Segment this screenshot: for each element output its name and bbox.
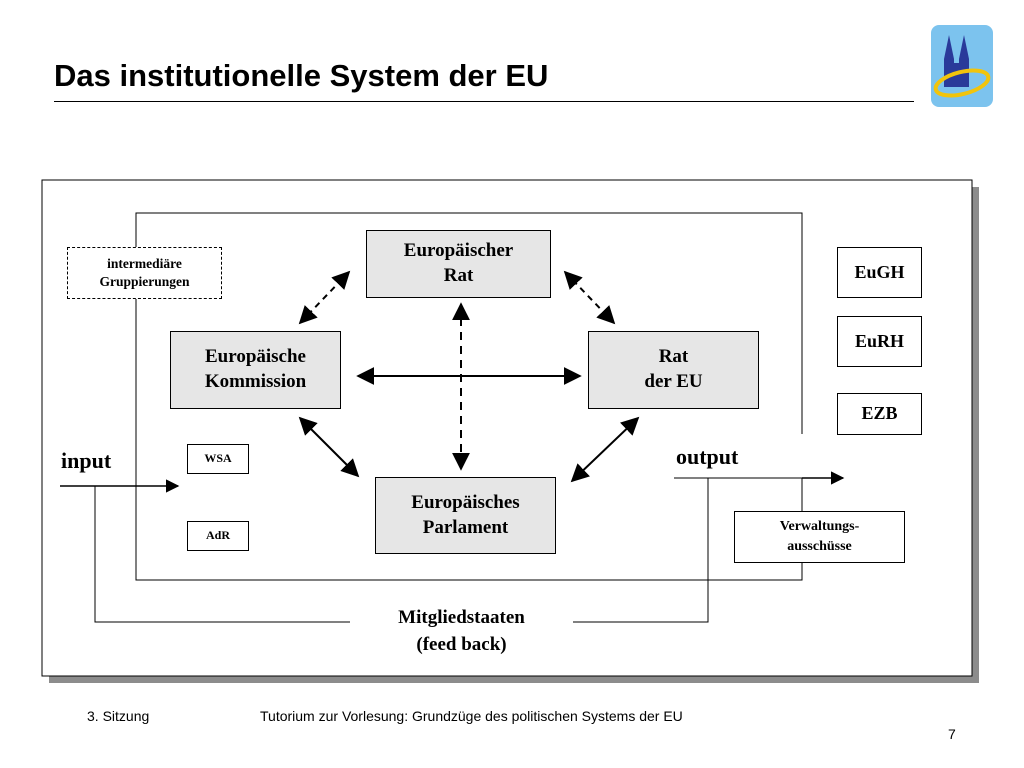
arrow-rat-der-eu-parlament xyxy=(570,416,640,483)
input-label: input xyxy=(61,448,112,473)
rat-der-eu-line1: Rat xyxy=(658,346,689,368)
verwaltungsausschuesse-box: Verwaltungs-ausschüsse xyxy=(734,511,905,563)
title-underline xyxy=(54,101,914,102)
intermediaere-line2: Gruppierungen xyxy=(99,274,190,289)
parlament-line1: Europäisches xyxy=(411,491,520,513)
arrow-europaeischer-rat-rat-der-eu xyxy=(563,270,616,325)
feedback-line-left xyxy=(94,486,350,623)
europaeischer-rat-line1: Europäischer xyxy=(403,240,514,262)
rat-der-eu-line2: der EU xyxy=(644,371,703,392)
footer-course-title: Tutorium zur Vorlesung: Grundzüge des po… xyxy=(260,708,683,724)
mitgliedstaaten-line2: (feed back) xyxy=(416,633,507,655)
rat-der-eu-box: Rat der EU xyxy=(588,331,759,409)
slide-title: Das institutionelle System der EU xyxy=(54,58,549,93)
cathedral-logo-icon xyxy=(931,25,993,107)
eugh-box: EuGH xyxy=(837,247,922,298)
kommission-line1: Europäische xyxy=(204,346,306,368)
verwaltung-line1: Verwaltungs- xyxy=(779,519,860,535)
arrow-kommission-parlament xyxy=(298,416,360,478)
parlament-line2: Parlament xyxy=(422,516,509,538)
output-label: output xyxy=(676,444,739,469)
feedback-line-right xyxy=(573,478,709,623)
mitgliedstaaten-line1: Mitgliedstaaten xyxy=(398,607,525,628)
europaeischer-rat-line2: Rat xyxy=(443,265,474,286)
adr-box: AdR xyxy=(187,521,249,551)
verwaltung-line2: ausschüsse xyxy=(787,539,852,554)
ezb-box: EZB xyxy=(837,393,922,435)
intermediaere-line1: intermediäre xyxy=(107,255,182,271)
eurh-box: EuRH xyxy=(837,316,922,367)
arrow-kommission-europaeischer-rat xyxy=(298,270,351,325)
inner-frame xyxy=(135,212,803,581)
mitgliedstaaten-label: Mitgliedstaaten (feed back) xyxy=(350,605,573,658)
wsa-box: WSA xyxy=(187,444,249,474)
kommission-line2: Kommission xyxy=(204,371,307,392)
page-number: 7 xyxy=(948,726,956,742)
footer-session: 3. Sitzung xyxy=(87,708,150,724)
